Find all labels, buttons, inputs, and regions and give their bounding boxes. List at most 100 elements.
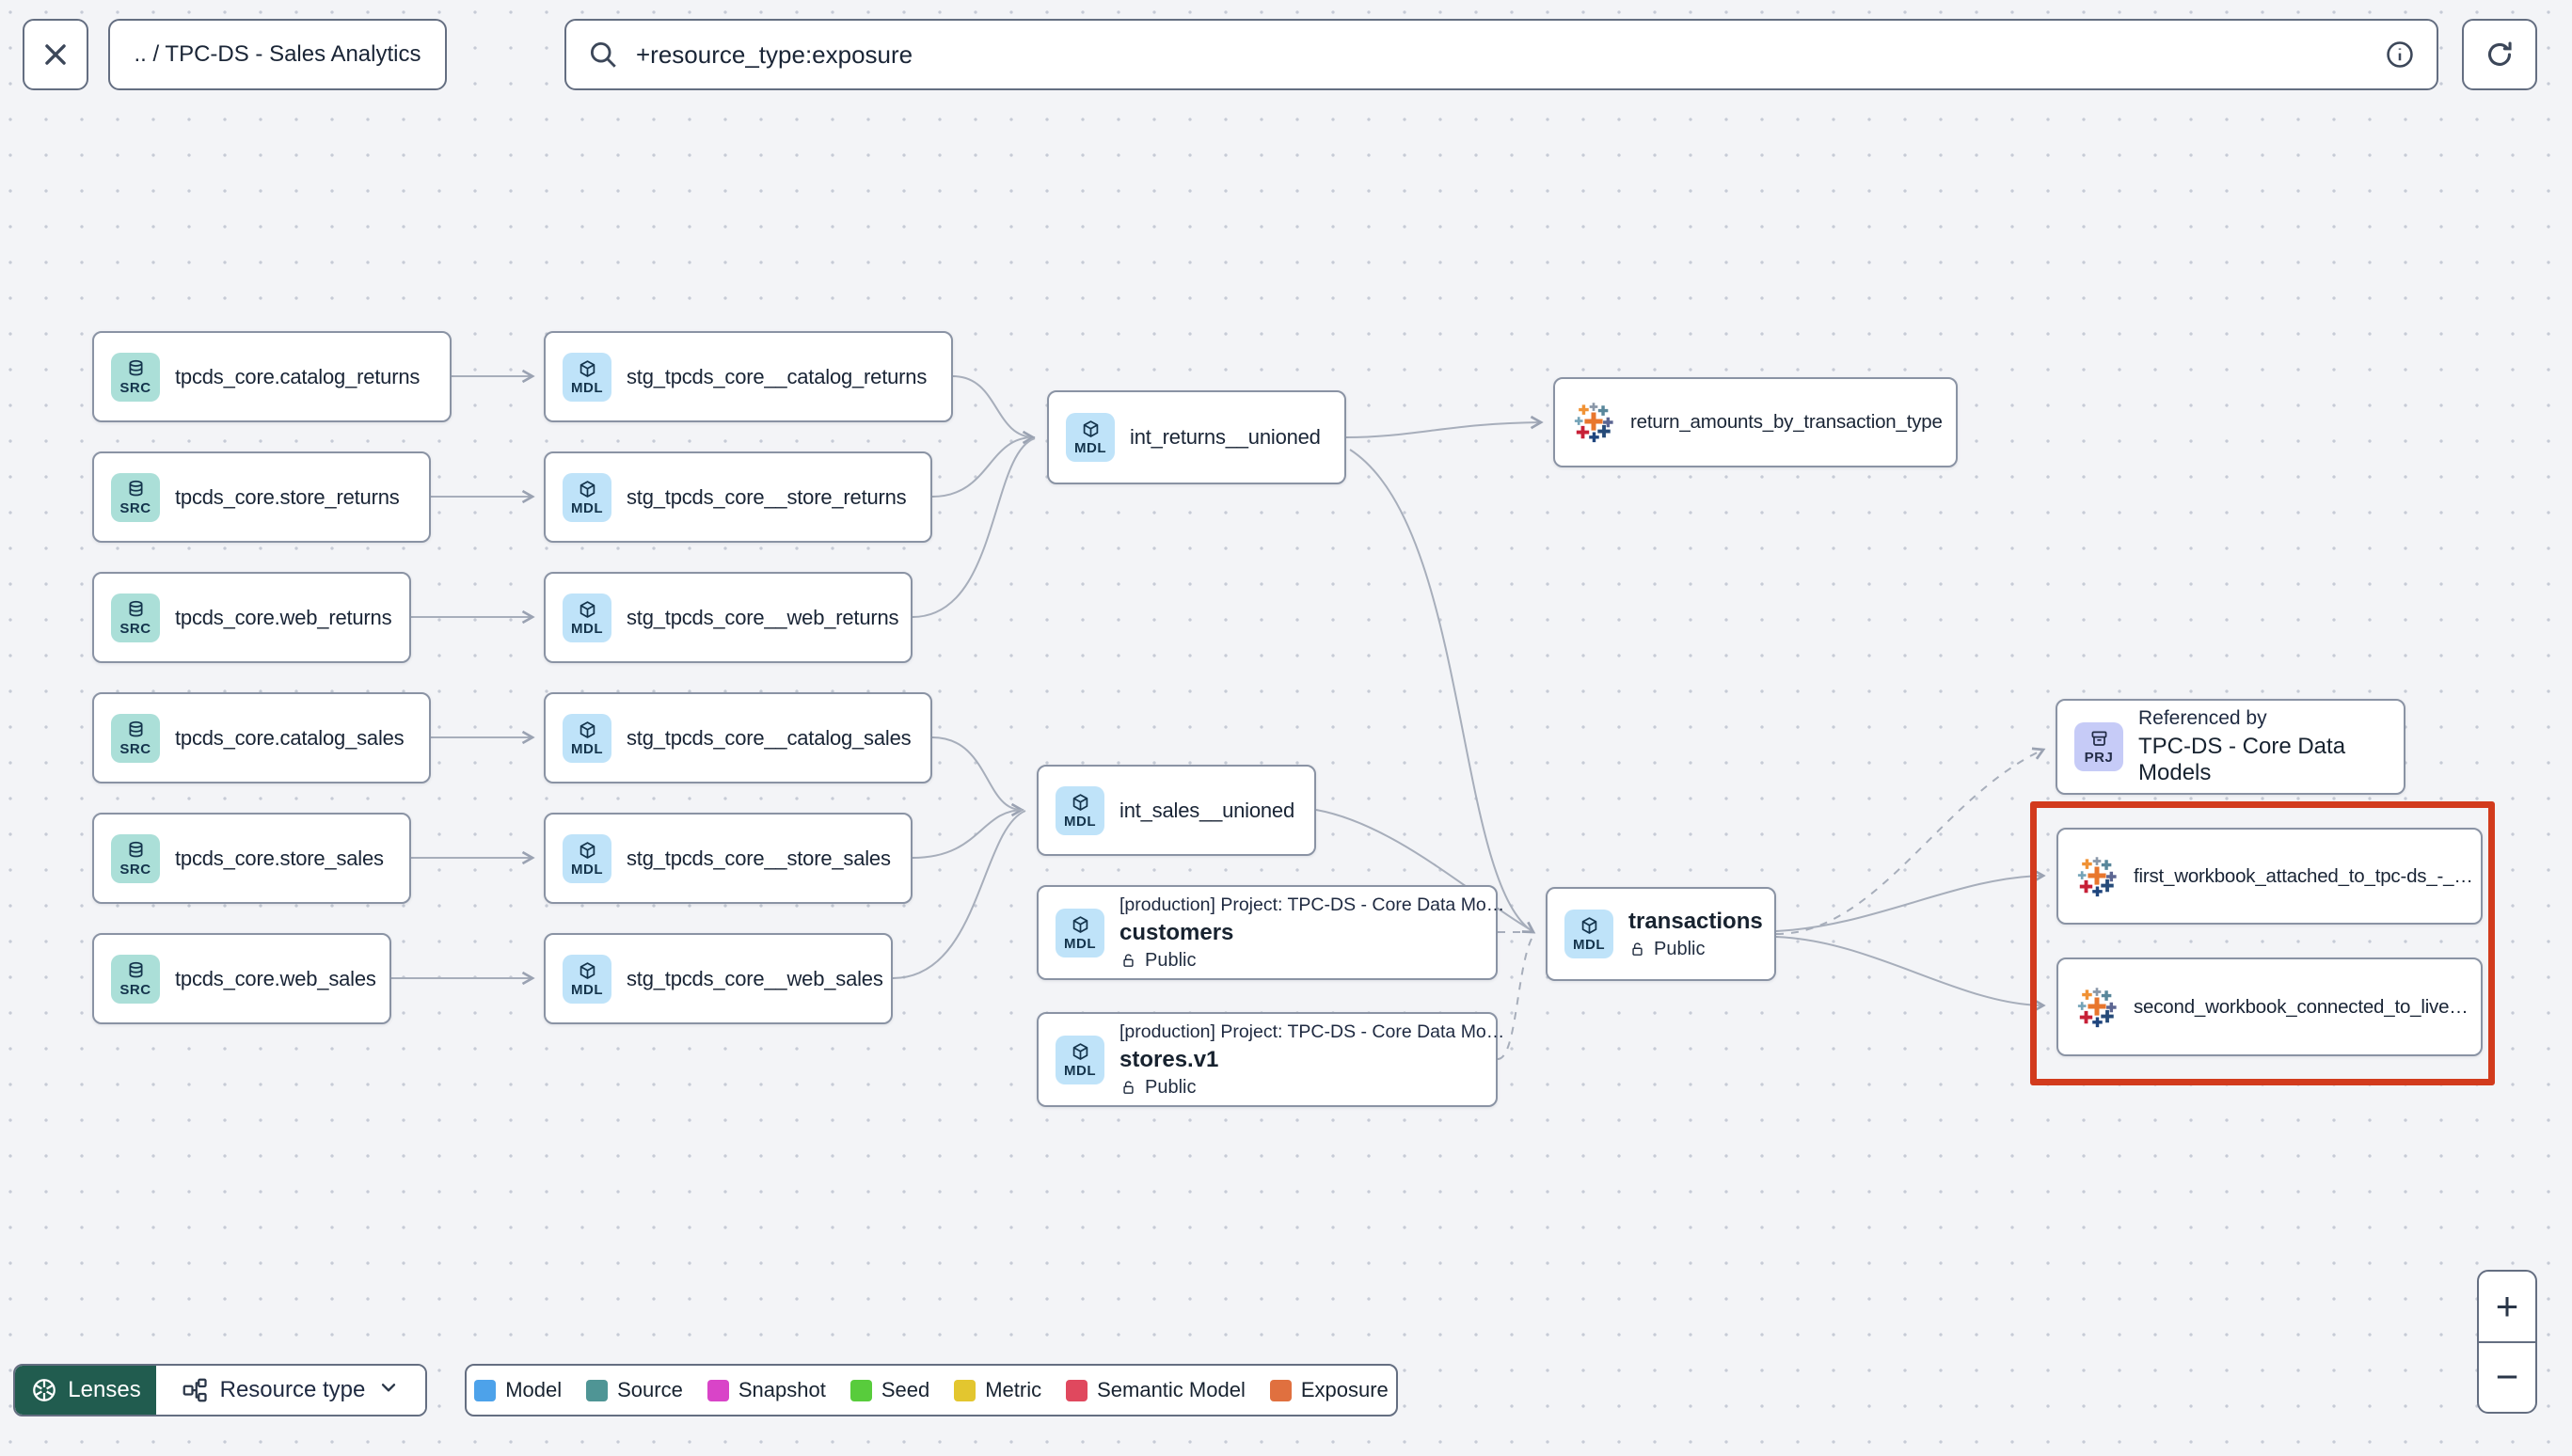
node-exposure-first-workbook[interactable]: first_workbook_attached_to_tpc-ds_-_… xyxy=(2056,828,2483,925)
project-label: [production] Project: TPC-DS - Core Data… xyxy=(1119,894,1505,915)
node-source-store-sales[interactable]: SRC tpcds_core.store_sales xyxy=(92,813,411,904)
zoom-out-button[interactable]: − xyxy=(2479,1343,2535,1413)
model-badge: MDL xyxy=(1564,910,1613,958)
cube-icon xyxy=(579,600,595,618)
node-model-transactions[interactable]: MDL transactions Public xyxy=(1546,887,1776,981)
model-badge: MDL xyxy=(1056,1035,1104,1084)
project-badge: PRJ xyxy=(2074,722,2123,771)
info-icon[interactable] xyxy=(2384,39,2416,71)
node-model-customers[interactable]: MDL [production] Project: TPC-DS - Core … xyxy=(1037,885,1505,980)
plus-icon: + xyxy=(2495,1283,2519,1328)
legend-item-metric: Metric xyxy=(954,1378,1041,1402)
legend-item-source: Source xyxy=(586,1378,683,1402)
cube-icon xyxy=(579,841,595,859)
model-badge: MDL xyxy=(1066,413,1115,462)
sitemap-icon xyxy=(183,1378,207,1402)
database-icon xyxy=(129,720,142,736)
model-badge: MDL xyxy=(563,713,611,763)
tableau-icon xyxy=(2077,856,2117,896)
cube-icon xyxy=(1072,915,1088,933)
node-model-stg-web-sales[interactable]: MDL stg_tpcds_core__web_sales xyxy=(544,933,893,1024)
node-model-stg-store-sales[interactable]: MDL stg_tpcds_core__store_sales xyxy=(544,813,913,904)
legend-item-exposure: Exposure xyxy=(1269,1378,1389,1402)
legend-swatch xyxy=(1269,1379,1292,1401)
refresh-button[interactable] xyxy=(2462,19,2537,90)
chevron-down-icon xyxy=(376,1375,401,1406)
model-badge: MDL xyxy=(563,593,611,642)
node-source-web-sales[interactable]: SRC tpcds_core.web_sales xyxy=(92,933,391,1024)
breadcrumb[interactable]: .. / TPC-DS - Sales Analytics xyxy=(108,19,447,90)
node-source-catalog-returns[interactable]: SRC tpcds_core.catalog_returns xyxy=(92,331,452,422)
zoom-controls: + − xyxy=(2477,1270,2537,1414)
source-badge: SRC xyxy=(111,593,160,642)
node-model-int-sales-unioned[interactable]: MDL int_sales__unioned xyxy=(1037,765,1316,856)
cube-icon xyxy=(1072,793,1088,811)
legend-item-seed: Seed xyxy=(849,1378,929,1402)
archive-icon xyxy=(2091,731,2106,746)
resource-type-legend: Model Source Snapshot Seed Metric Semant… xyxy=(465,1364,1398,1416)
close-button[interactable] xyxy=(23,19,88,90)
node-model-stores-v1[interactable]: MDL [production] Project: TPC-DS - Core … xyxy=(1037,1012,1505,1107)
tableau-icon xyxy=(1574,403,1613,443)
search-bar xyxy=(564,19,2438,90)
source-badge: SRC xyxy=(111,352,160,402)
node-exposure-return-amounts[interactable]: return_amounts_by_transaction_type xyxy=(1553,377,1958,467)
access-label: Public xyxy=(1628,939,1757,960)
cube-icon xyxy=(579,480,595,498)
resource-type-dropdown[interactable]: Resource type xyxy=(156,1366,425,1415)
model-badge: MDL xyxy=(1056,785,1104,835)
database-icon xyxy=(129,961,142,977)
source-badge: SRC xyxy=(111,472,160,522)
node-model-stg-store-returns[interactable]: MDL stg_tpcds_core__store_returns xyxy=(544,451,932,543)
model-badge: MDL xyxy=(563,833,611,883)
legend-swatch xyxy=(954,1379,976,1401)
lenses-toolbar: Lenses Resource type xyxy=(13,1364,427,1416)
cube-icon xyxy=(1083,420,1098,437)
node-model-stg-catalog-sales[interactable]: MDL stg_tpcds_core__catalog_sales xyxy=(544,692,932,783)
node-model-int-returns-unioned[interactable]: MDL int_returns__unioned xyxy=(1047,390,1346,484)
aperture-icon xyxy=(33,1379,56,1401)
node-source-store-returns[interactable]: SRC tpcds_core.store_returns xyxy=(92,451,431,543)
legend-item-semantic-model: Semantic Model xyxy=(1066,1378,1246,1402)
source-badge: SRC xyxy=(111,954,160,1004)
access-label: Public xyxy=(1119,950,1479,972)
source-badge: SRC xyxy=(111,833,160,883)
access-label: Public xyxy=(1119,1077,1479,1099)
lenses-button[interactable]: Lenses xyxy=(15,1366,156,1415)
legend-swatch xyxy=(586,1379,609,1401)
lock-open-icon xyxy=(1123,1080,1134,1094)
search-icon xyxy=(587,39,619,71)
legend-item-model: Model xyxy=(474,1378,562,1402)
legend-swatch xyxy=(849,1379,872,1401)
model-badge: MDL xyxy=(563,472,611,522)
search-input[interactable] xyxy=(634,39,2369,71)
model-badge: MDL xyxy=(563,954,611,1004)
database-icon xyxy=(129,600,142,616)
legend-item-snapshot: Snapshot xyxy=(707,1378,826,1402)
node-model-stg-web-returns[interactable]: MDL stg_tpcds_core__web_returns xyxy=(544,572,913,663)
cube-icon xyxy=(1581,917,1596,934)
model-badge: MDL xyxy=(563,352,611,402)
node-project-reference[interactable]: PRJ Referenced by TPC-DS - Core Data Mod… xyxy=(2056,699,2405,795)
zoom-in-button[interactable]: + xyxy=(2479,1272,2535,1343)
project-label: [production] Project: TPC-DS - Core Data… xyxy=(1119,1021,1505,1042)
cube-icon xyxy=(579,359,595,377)
minus-icon: − xyxy=(2495,1354,2519,1400)
legend-swatch xyxy=(707,1379,729,1401)
node-source-catalog-sales[interactable]: SRC tpcds_core.catalog_sales xyxy=(92,692,431,783)
cube-icon xyxy=(579,961,595,979)
model-badge: MDL xyxy=(1056,908,1104,957)
lock-open-icon xyxy=(1632,942,1643,956)
node-exposure-second-workbook[interactable]: second_workbook_connected_to_live… xyxy=(2056,957,2483,1056)
node-source-web-returns[interactable]: SRC tpcds_core.web_returns xyxy=(92,572,411,663)
source-badge: SRC xyxy=(111,713,160,763)
close-icon xyxy=(40,39,71,71)
refresh-icon xyxy=(2484,39,2516,71)
node-model-stg-catalog-returns[interactable]: MDL stg_tpcds_core__catalog_returns xyxy=(544,331,953,422)
database-icon xyxy=(129,480,142,496)
database-icon xyxy=(129,841,142,857)
breadcrumb-label: .. / TPC-DS - Sales Analytics xyxy=(134,41,421,67)
lock-open-icon xyxy=(1123,953,1134,967)
legend-swatch xyxy=(1066,1379,1088,1401)
